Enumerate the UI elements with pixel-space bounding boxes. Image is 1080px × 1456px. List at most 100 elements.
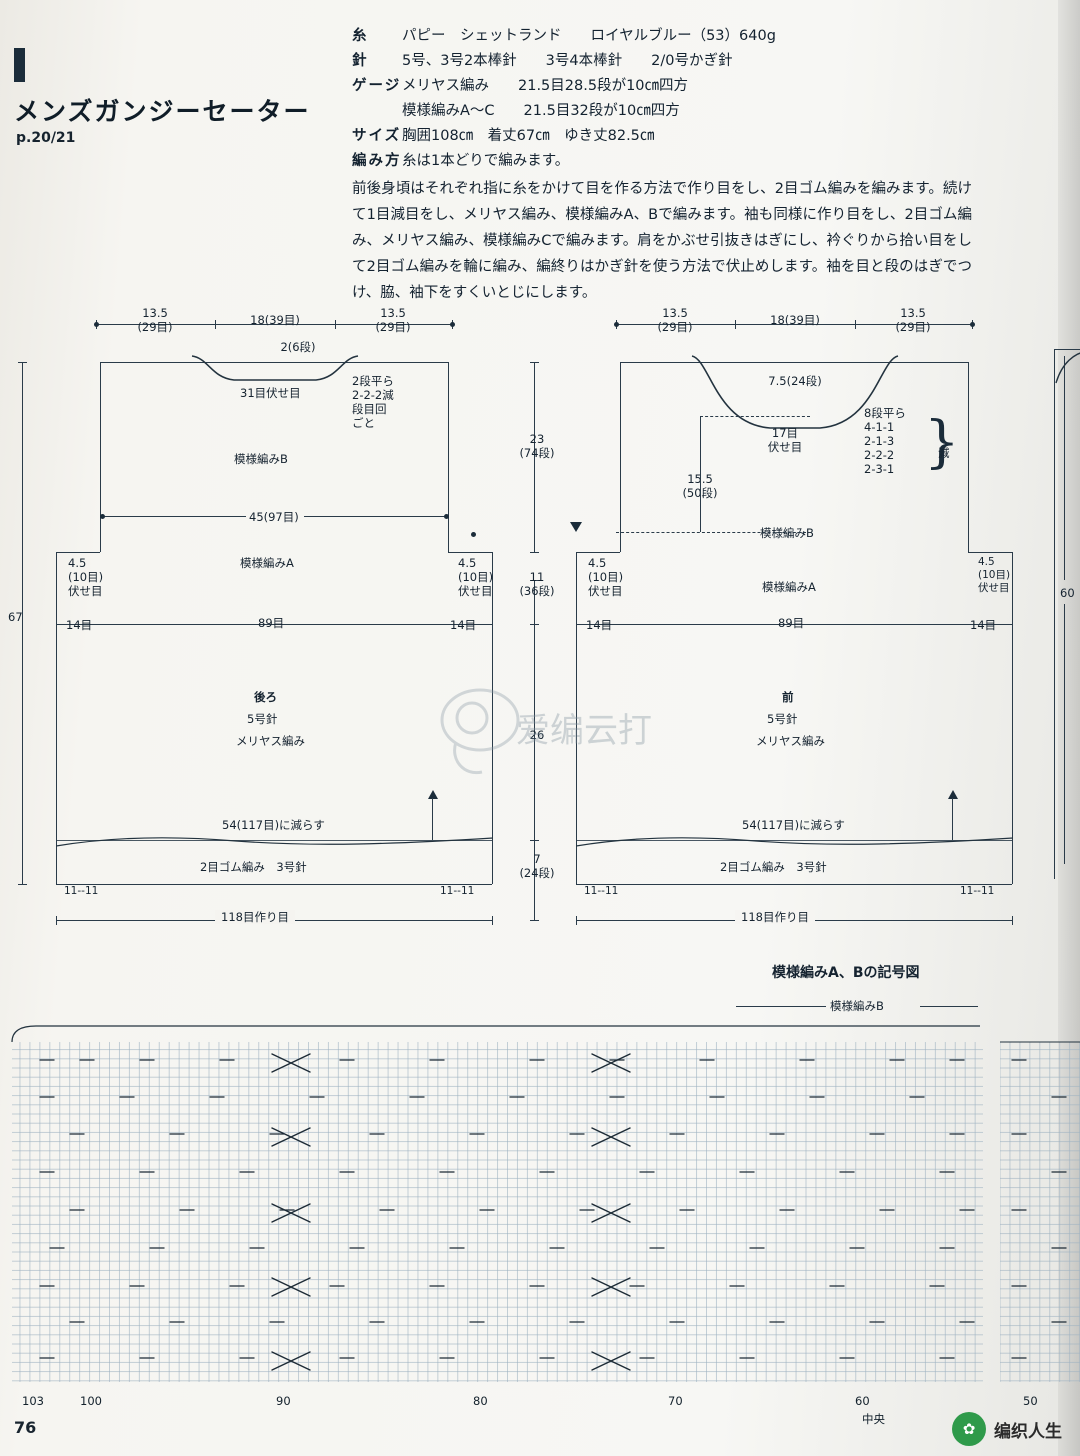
spec-row: 糸パピー シェットランド ロイヤルブルー（53）640g (352, 24, 972, 49)
page-subtitle: p.20/21 (16, 130, 76, 146)
back-piece-schematic: 13.5 (29目) 18(39目) 13.5 (29目) 2(6段) 31目伏… (0, 300, 520, 940)
chart-axis-90: 90 (276, 1394, 291, 1408)
front-side-right: 14目 (970, 618, 997, 632)
back-top-width-2: 18(39目) (250, 313, 300, 327)
spec-row: サイズ胸囲108㎝ 着丈67㎝ ゆき丈82.5㎝ (352, 124, 972, 149)
spec-label: 針 (352, 53, 369, 69)
front-top-width-2: 18(39目) (770, 313, 820, 327)
back-rib-lines (56, 837, 493, 847)
front-top-width-3-stitches: (29目) (895, 320, 931, 334)
back-pattern-b: 模様編みB (234, 452, 288, 466)
chart-grid (11, 1025, 983, 1382)
back-top-width-1: 13.5 (142, 306, 168, 320)
back-rib-mark-right: 11--11 (440, 885, 475, 897)
chart-axis-100: 100 (80, 1394, 102, 1408)
spec-row: 針 5号、3号2本棒針 3号4本棒針 2/0号かぎ針 (352, 49, 972, 74)
front-top-width-1-stitches: (29目) (657, 320, 693, 334)
spec-value: 5号、3号2本棒針 3号4本棒針 2/0号かぎ針 (402, 53, 733, 69)
spec-value: メリヤス編み 21.5目28.5段が10㎝四方 (402, 78, 689, 94)
spec-label: 糸 (352, 28, 369, 44)
front-armhole-left: 4.5 (10目) 伏せ目 (588, 556, 624, 598)
center-dimension-column: 23 (74段) 11 (36段) 26 7 (24段) (510, 300, 580, 940)
front-piece-name: 前 (782, 690, 794, 704)
front-armhole-height: 15.5 (50段) (660, 472, 740, 500)
chart-title: 模様編みA、Bの記号図 (772, 965, 920, 981)
back-rib-mark-left: 11--11 (64, 885, 99, 897)
instructions-paragraph: 前後身頃はそれぞれ指に糸をかけて目を作る方法で作り目をし、2目ゴム編みを編みます… (352, 181, 972, 301)
spec-value: 糸は1本どりで編みます。 (402, 153, 570, 169)
stitch-symbol-chart-partial (1000, 1022, 1080, 1392)
back-body-stitches: 89目 (258, 616, 285, 630)
back-pattern-a: 模様編みA (240, 556, 294, 570)
back-stitch: メリヤス編み (236, 734, 305, 748)
back-side-left: 14目 (66, 618, 93, 632)
front-rib-lines (576, 837, 1013, 847)
front-piece-schematic: 13.5 (29目) 18(39目) 13.5 (29目) 7.5(24段) 1… (520, 300, 1075, 940)
back-cast-on: 118目作り目 (215, 910, 295, 924)
front-pattern-b: 模様編みB (760, 526, 814, 540)
section-bar-mark (14, 48, 25, 82)
spec-row: ゲージメリヤス編み 21.5目28.5段が10㎝四方 (352, 74, 972, 99)
stitch-symbol-chart (10, 1022, 985, 1392)
front-stitch: メリヤス編み (756, 734, 825, 748)
back-neckline-curve (191, 355, 359, 381)
front-neck-depth: 7.5(24段) (768, 374, 822, 388)
front-body-stitches: 89目 (778, 616, 805, 630)
front-rib-mark-right: 11--11 (960, 885, 995, 897)
spec-label (352, 99, 402, 124)
spec-value: 胸囲108㎝ 着丈67㎝ ゆき丈82.5㎝ (402, 128, 655, 144)
front-rib-mark-left: 11--11 (584, 885, 619, 897)
front-decrease-label: 減 (938, 446, 950, 460)
back-top-width-3-stitches: (29目) (375, 320, 411, 334)
back-decrease-note: 54(117目)に減らす (222, 818, 325, 832)
site-logo: ✿ 编织人生 (952, 1412, 1062, 1446)
front-needle: 5号針 (767, 712, 798, 726)
chart-axis-50: 50 (1023, 1394, 1038, 1408)
back-armhole-left: 4.5 (10目) 伏せ目 (68, 556, 104, 598)
chart-axis-80: 80 (473, 1394, 488, 1408)
front-top-width-1: 13.5 (662, 306, 688, 320)
back-rib: 2目ゴム編み 3号針 (200, 860, 307, 874)
sleeve-schematic-partial (1048, 345, 1080, 905)
back-total-height: 67 (8, 610, 23, 624)
front-side-left: 14目 (586, 618, 613, 632)
svg-text:爱编云打: 爱编云打 (516, 711, 652, 751)
spec-block: 糸パピー シェットランド ロイヤルブルー（53）640g 針 5号、3号2本棒針 … (352, 24, 972, 306)
back-neck-bind: 31目伏せ目 (240, 386, 301, 400)
center-body-dim: 26 (529, 728, 545, 742)
chart-pattern-b-label: 模様編みB (830, 999, 884, 1013)
front-cast-on: 118目作り目 (735, 910, 815, 924)
back-neck-depth: 2(6段) (280, 340, 316, 354)
watermark-graphic: 爱编云打 (440, 688, 652, 775)
chart-center-label: 中央 (862, 1412, 885, 1426)
front-side-60: 60 (1060, 586, 1075, 600)
spec-row: 模様編みA～C 21.5目32段が10㎝四方 (352, 99, 972, 124)
front-top-width-3: 13.5 (900, 306, 926, 320)
spec-label: ゲージ (352, 78, 402, 94)
spec-label: 編み方 (352, 153, 402, 169)
front-neck-decrease: 8段平ら 4-1-1 2-1-3 2-2-2 2-3-1 (864, 406, 906, 476)
leaf-icon: ✿ (952, 1412, 986, 1446)
back-armhole-right: 4.5 (10目) 伏せ目 (458, 556, 494, 598)
center-middle-dim: 11 (36段) (519, 570, 555, 598)
center-lower-dim: 7 (24段) (519, 852, 555, 880)
front-armhole-right: 4.5 (10目) 伏せ目 (978, 556, 1011, 594)
logo-text: 编织人生 (994, 1421, 1062, 1442)
front-decrease-note: 54(117目)に減らす (742, 818, 845, 832)
spec-value: 模様編みA～C 21.5目32段が10㎝四方 (402, 103, 680, 119)
back-needle: 5号針 (247, 712, 278, 726)
spec-label: サイズ (352, 128, 402, 144)
spec-row: 編み方糸は1本どりで編みます。 (352, 149, 972, 174)
chart-axis-60: 60 (855, 1394, 870, 1408)
back-side-right: 14目 (450, 618, 477, 632)
back-chest-width: 45(97目) (249, 510, 299, 524)
front-neck-bind: 17目 伏せ目 (767, 426, 803, 454)
center-upper-dim: 23 (74段) (519, 432, 555, 460)
front-rib: 2目ゴム編み 3号針 (720, 860, 827, 874)
page-title: メンズガンジーセーター (14, 97, 311, 126)
chart-axis-70: 70 (668, 1394, 683, 1408)
back-piece-name: 後ろ (254, 690, 277, 704)
back-neck-decrease: 2段平ら 2-2-2減 段目回 ごと (352, 374, 394, 430)
back-top-width-1-stitches: (29目) (137, 320, 173, 334)
